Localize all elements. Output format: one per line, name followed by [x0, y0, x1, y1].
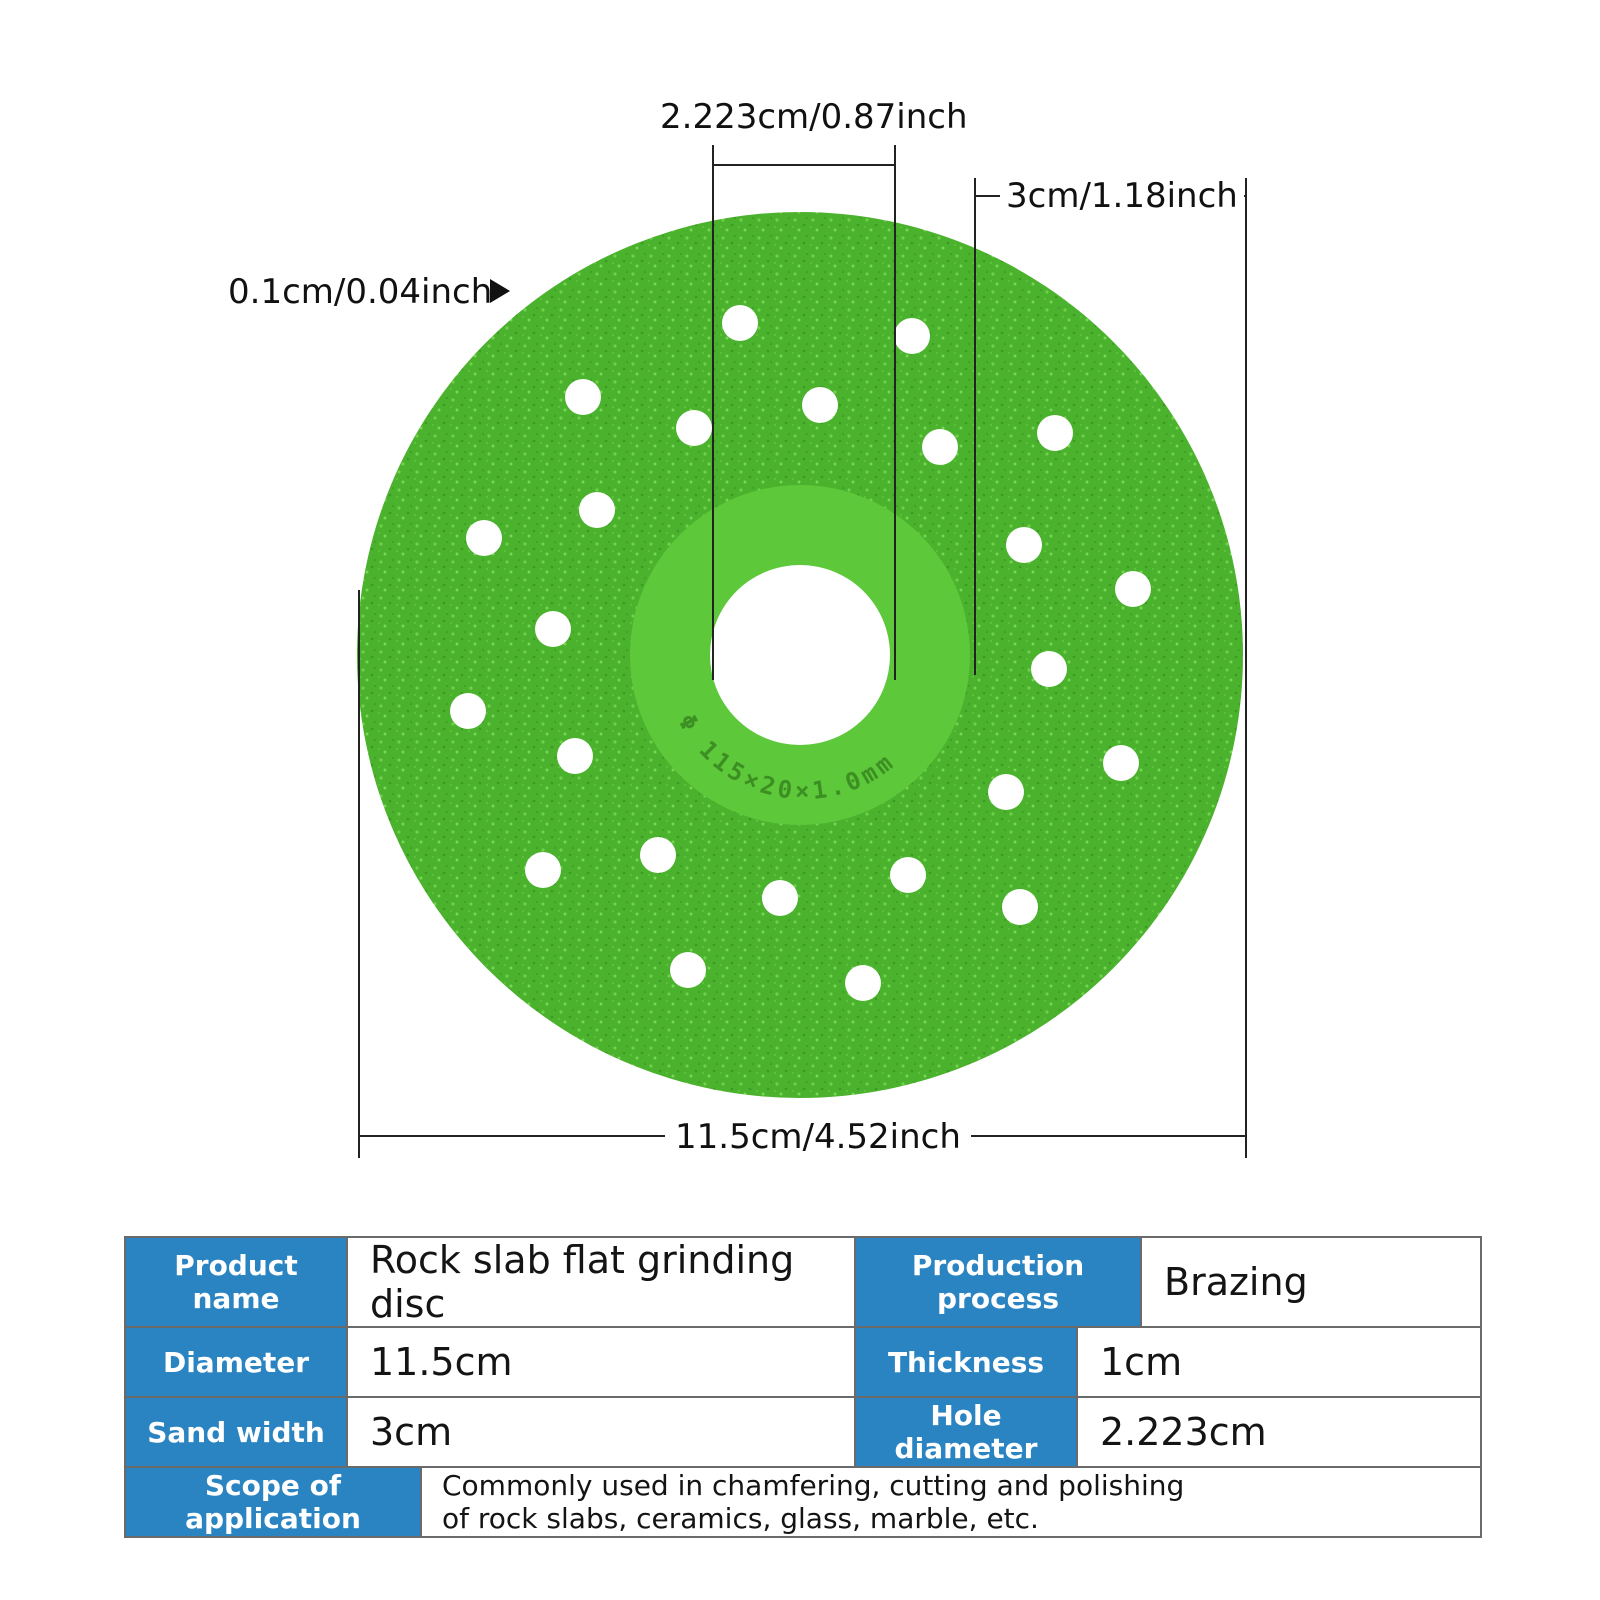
sand-width-label: Sand width — [124, 1396, 348, 1468]
production-process-label: Production process — [854, 1236, 1142, 1328]
thickness-value: 1cm — [1076, 1326, 1482, 1398]
sand-width-value: 3cm — [346, 1396, 856, 1468]
diameter-value: 11.5cm — [346, 1326, 856, 1398]
vent-hole — [670, 952, 706, 988]
vent-hole — [565, 379, 601, 415]
scope-line-2: of rock slabs, ceramics, glass, marble, … — [442, 1502, 1039, 1535]
vent-hole — [922, 429, 958, 465]
spec-table: Product name Rock slab flat grinding dis… — [124, 1236, 1482, 1538]
triangle-right-icon — [490, 279, 510, 303]
ventilation-holes — [450, 305, 1151, 1001]
vent-hole — [1002, 889, 1038, 925]
vent-hole — [988, 774, 1024, 810]
vent-hole — [1037, 415, 1073, 451]
disc-dimension-diagram: Φ 115×20×1.0mm 2.223cm/0.87inch 3cm/1.18… — [228, 97, 1247, 1158]
vent-hole — [466, 520, 502, 556]
vent-hole — [676, 410, 712, 446]
vent-hole — [762, 880, 798, 916]
table-row: Scope of application Commonly used in ch… — [124, 1466, 1482, 1538]
vent-hole — [579, 492, 615, 528]
disc-drawing: Φ 115×20×1.0mm — [357, 145, 1247, 1158]
vent-hole — [1103, 745, 1139, 781]
scope-line-1: Commonly used in chamfering, cutting and… — [442, 1469, 1185, 1502]
vent-hole — [1006, 527, 1042, 563]
vent-hole — [802, 387, 838, 423]
scope-of-application-label: Scope of application — [124, 1466, 422, 1538]
production-process-value: Brazing — [1140, 1236, 1482, 1328]
thickness-label: Thickness — [854, 1326, 1078, 1398]
diameter-dimension-label: 11.5cm/4.52inch — [665, 1117, 971, 1157]
vent-hole — [894, 318, 930, 354]
vent-hole — [640, 837, 676, 873]
vent-hole — [845, 965, 881, 1001]
diameter-label: Diameter — [124, 1326, 348, 1398]
product-name-value: Rock slab flat grinding disc — [346, 1236, 856, 1328]
vent-hole — [450, 693, 486, 729]
vent-hole — [557, 738, 593, 774]
disc-center-hole — [710, 565, 890, 745]
product-name-label: Product name — [124, 1236, 348, 1328]
vent-hole — [1115, 571, 1151, 607]
hole-dimension-label: 2.223cm/0.87inch — [660, 97, 968, 137]
thickness-dimension-label: 0.1cm/0.04inch — [228, 272, 493, 312]
dimension-lines — [358, 145, 1247, 1158]
vent-hole — [722, 305, 758, 341]
vent-hole — [535, 611, 571, 647]
scope-of-application-value: Commonly used in chamfering, cutting and… — [420, 1466, 1482, 1538]
table-row: Product name Rock slab flat grinding dis… — [124, 1236, 1482, 1328]
sand-width-dimension-label: 3cm/1.18inch — [1000, 176, 1244, 216]
vent-hole — [1031, 651, 1067, 687]
table-row: Diameter 11.5cm Thickness 1cm — [124, 1326, 1482, 1398]
vent-hole — [525, 852, 561, 888]
hole-diameter-label: Hole diameter — [854, 1396, 1078, 1468]
hole-diameter-value: 2.223cm — [1076, 1396, 1482, 1468]
vent-hole — [890, 857, 926, 893]
table-row: Sand width 3cm Hole diameter 2.223cm — [124, 1396, 1482, 1468]
